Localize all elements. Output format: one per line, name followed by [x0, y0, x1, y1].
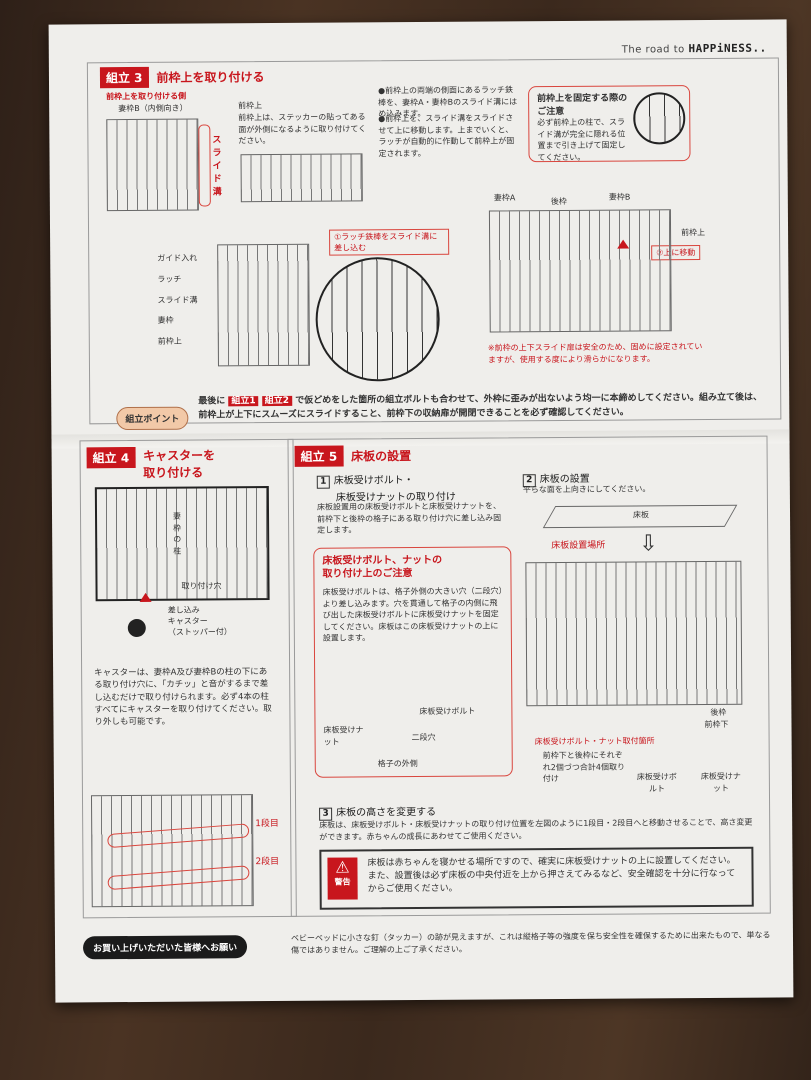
step5-badge: 組立 5	[294, 445, 344, 467]
side-label: 前枠上を取り付ける側	[106, 91, 187, 102]
label-end-frame: 妻枠	[157, 316, 174, 326]
slide-groove-highlight	[198, 124, 211, 207]
sub3-desc: 床板は、床板受けボルト・床板受けナットの取り付け位置を左図のように1段目・2段目…	[319, 817, 753, 842]
label-guide: ガイド入れ	[157, 253, 198, 263]
bolt-location-label: 床板受けボルト・ナット取付箇所	[534, 736, 655, 747]
caster-desc: キャスターは、妻枠A及び妻枠Bの柱の下にある取り付け穴に、「カチッ」と音がするま…	[94, 667, 272, 728]
board-label: 床板	[633, 510, 650, 520]
crib-label-front-top: 前枠上	[681, 228, 706, 238]
customer-notice-label: お買い上げいただいた皆様へお願い	[82, 935, 248, 960]
sub1-desc: 床板設置用の床板受けボルトと床板受けナットを、前枠下と後枠の格子にある取り付け穴…	[316, 501, 502, 535]
step3-badge: 組立 3	[99, 66, 149, 89]
stopper-label: （ストッパー付）	[167, 627, 232, 637]
back-frame-label: 後枠	[710, 707, 727, 717]
front-bottom-label: 前枠下	[704, 719, 729, 730]
label-front-top: 前枠上	[157, 336, 182, 347]
bolt-count-text: 前枠下と後枠にそれぞれ2個づつ合計4個取り付け	[542, 750, 626, 784]
latch-zoom-circle	[315, 256, 441, 382]
side-sub: 妻枠B（内側向き）	[118, 103, 188, 114]
insert-arrow-icon	[139, 592, 152, 602]
step3-section: 組立 3 前枠上を取り付ける 前枠上を取り付ける側 妻枠B（内側向き） スライド…	[86, 57, 782, 431]
front-top-diagram	[240, 153, 363, 203]
label-slide-groove: スライド溝	[157, 295, 198, 305]
bolt-caution-title: 床板受けボルト、ナットの取り付け上のご注意	[322, 554, 443, 580]
pillar-label: 妻枠の柱	[172, 511, 182, 556]
caster-wheel-icon	[127, 618, 146, 638]
instruction-sheet: The road to HAPPiNESS.. 組立 3 前枠上を取り付ける 前…	[48, 19, 794, 1003]
brand-tagline: The road to HAPPiNESS..	[621, 41, 767, 56]
step5-title: 床板の設置	[351, 449, 412, 464]
caution-text: 必ず前枠上の柱で、スライド溝が完全に隠れる位置まで引き上げて固定してください。	[537, 117, 626, 162]
slide-door-note: ※前枠の上下スライド扉は安全のため、固めに設定されていますが、使用する度により滑…	[487, 342, 703, 365]
warning-text: 床板は赤ちゃんを寝かせる場所ですので、確実に床板受けナットの上に設置してください…	[367, 855, 736, 895]
nut-part-label: 床板受けナット	[700, 771, 741, 793]
step4-section: 組立 4 キャスターを取り付ける 妻枠の柱 取り付け穴 差し込み キャスター （…	[79, 438, 297, 919]
bolt-label: 床板受けボルト	[419, 706, 476, 717]
lattice-outside-label: 格子の外側	[377, 759, 418, 769]
down-arrow-icon: ⇩	[639, 531, 658, 557]
up-arrow-icon	[617, 239, 630, 249]
bolt-caution-box: 床板受けボルト、ナットの取り付け上のご注意 床板受けボルトは、格子外側の大きい穴…	[313, 546, 513, 778]
front-top-desc: 前枠上は、ステッカーの貼ってある面が外側になるように取り付けてください。	[238, 112, 367, 146]
step4-badge: 組立 4	[86, 446, 136, 469]
step4-title: キャスターを取り付ける	[143, 448, 216, 480]
assembly-point-text: 最後に 組立1 組立2 で仮どめをした箇所の組立ボルトも合わせて、外枠に歪みが出…	[198, 392, 763, 421]
hole-label: 取り付け穴	[181, 581, 222, 591]
front-top-label: 前枠上	[238, 101, 263, 111]
caution-detail-circle	[633, 92, 686, 145]
callout-insert-latch: ①ラッチ鉄棒をスライド溝に差し込む	[329, 228, 450, 256]
customer-notice-text: ベビーベッドに小さな釘（タッカー）の跡が見えますが、これは縦格子等の強度を保ち安…	[290, 930, 771, 955]
crib-label-a: 妻枠A	[493, 193, 516, 203]
bolt-caution-text: 床板受けボルトは、格子外側の大きい穴（二段穴）より差し込みます。穴を貫通して格子…	[322, 586, 503, 644]
two-step-hole-label: 二段穴	[411, 732, 436, 743]
crib-diagram	[488, 209, 672, 333]
bolt-part-label: 床板受けボルト	[636, 772, 677, 794]
assembly-point-badge: 組立ポイント	[116, 406, 189, 431]
level2-label: 2段目	[255, 856, 280, 868]
warning-icon: ⚠警告	[327, 857, 358, 900]
step3-title: 前枠上を取り付ける	[156, 70, 265, 85]
floor-level-diagram	[90, 794, 254, 908]
slide-groove-label: スライド溝	[212, 135, 222, 198]
detail-labels: ガイド入れ ラッチ スライド溝 妻枠 前枠上	[157, 249, 198, 353]
crib-label-back: 後枠	[550, 196, 567, 207]
latch-detail-diagram	[217, 243, 310, 367]
crib-label-b: 妻枠B	[608, 192, 631, 202]
floor-crib-diagram	[525, 560, 743, 707]
sub2-desc: 平らな面を上向きにしてください。	[522, 484, 651, 495]
caution-title: 前枠上を固定する際のご注意	[537, 93, 628, 118]
nut-label: 床板受けナット	[323, 725, 364, 747]
label-latch: ラッチ	[157, 274, 182, 284]
level1-label: 1段目	[255, 818, 279, 830]
step3-bullet-2: ●前枠上を、スライド溝をスライドさせて上に移動します。上までいくと、ラッチが自動…	[378, 113, 515, 159]
end-frame-b-diagram	[106, 118, 199, 212]
location-label: 床板設置場所	[551, 540, 606, 552]
caution-callout: 前枠上を固定する際のご注意 必ず前枠上の柱で、スライド溝が完全に隠れる位置まで引…	[528, 85, 691, 163]
warning-box: ⚠警告 床板は赤ちゃんを寝かせる場所ですので、確実に床板受けナットの上に設置して…	[319, 846, 754, 910]
